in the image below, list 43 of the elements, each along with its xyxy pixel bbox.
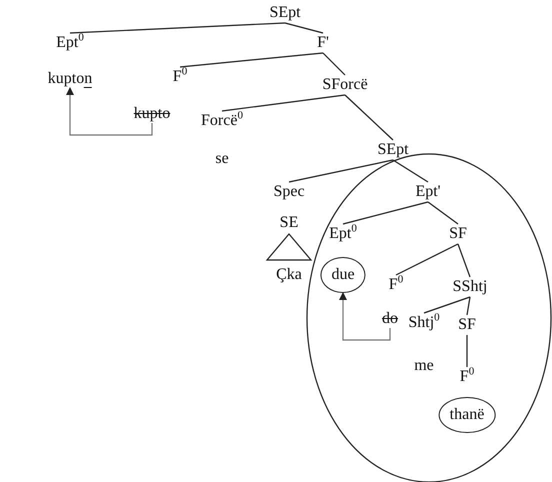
struck-word: do (382, 310, 398, 328)
movement-arrow (339, 292, 391, 341)
word: Çka (276, 266, 302, 284)
tree-branch-line (428, 202, 458, 224)
tree-branch-line (466, 335, 468, 367)
triangle-branch (266, 233, 312, 261)
tree-node-label: F$^{0}$ (388, 276, 404, 294)
tree-branch-line (70, 22, 286, 34)
tree-node-label: Shtj$^{0}$ (408, 314, 440, 332)
tree-branch-line (344, 94, 394, 140)
struck-word: kupto (134, 105, 170, 123)
word: se (215, 150, 229, 168)
tree-branch-line (392, 160, 428, 182)
tree-branch-line (284, 22, 324, 34)
tree-branch-line (180, 52, 324, 68)
tree-node-label: F$^{0}$ (460, 368, 474, 386)
tree-node-label: Spec (273, 183, 305, 201)
tree-node-label: Ept' (415, 183, 441, 201)
tree-node-label: SForcë (322, 76, 368, 94)
tree-node-label: SF (458, 316, 476, 334)
tree-branch-line (342, 201, 428, 225)
movement-arrow (66, 87, 153, 136)
tree-node-label: SEpt (377, 141, 409, 159)
tree-node-label: SF (449, 225, 467, 243)
tree-node-label: F' (317, 34, 329, 52)
word: me (414, 357, 434, 375)
tree-branch-line (424, 296, 470, 314)
tree-node-label: SE (280, 214, 298, 232)
tree-node-label: Ept$^{0}$ (329, 225, 357, 243)
word: kupton (48, 70, 92, 88)
tree-node-label: Ept$^{0}$ (56, 34, 84, 52)
tree-node-label: SEpt (269, 4, 301, 22)
tree-branch-line (396, 243, 458, 276)
tree-branch-line (466, 296, 471, 316)
circled-word: due (320, 257, 366, 293)
tree-branch-line (322, 52, 346, 76)
tree-node-label: Forcë$^{0}$ (201, 112, 243, 130)
tree-branch-line (288, 159, 394, 183)
tree-node-label: F$^{0}$ (172, 68, 188, 86)
tree-branch-line (222, 94, 346, 112)
circled-word: thanë (438, 397, 496, 433)
tree-branch-line (457, 244, 471, 278)
tree-node-label: SShtj (452, 278, 488, 296)
